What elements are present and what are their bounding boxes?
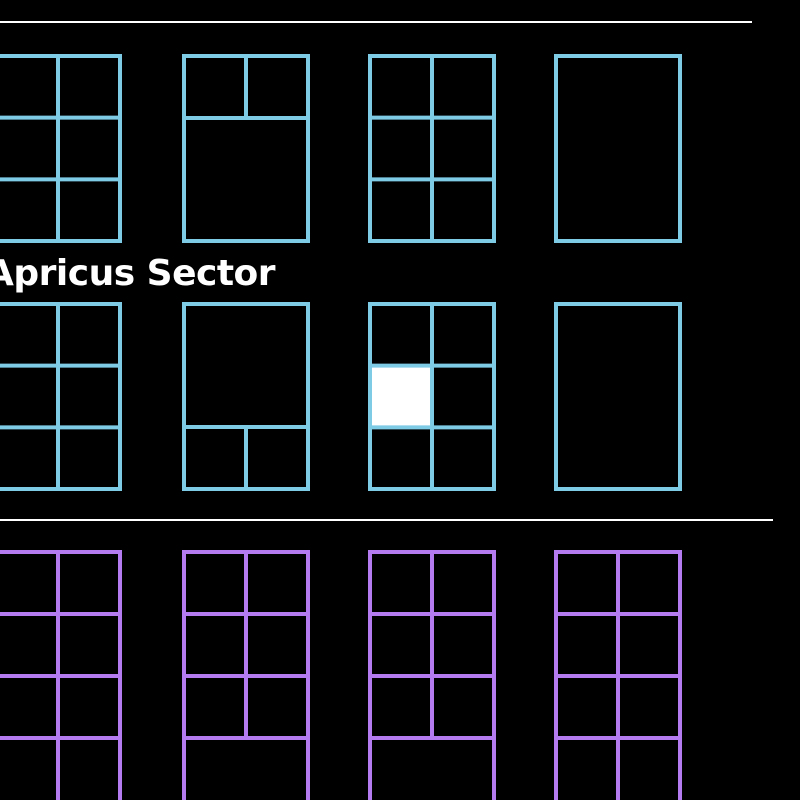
unit-sector-b-r1-c1[interactable]	[0, 550, 122, 800]
sector-label: Apricus Sector	[0, 253, 276, 294]
sector-b-block	[0, 550, 682, 800]
unit-sector-a-r1-c2[interactable]	[182, 54, 310, 243]
top-divider-line	[0, 21, 752, 23]
unit-sector-a-r2-c3[interactable]	[368, 302, 496, 491]
unit-sector-b-r1-c3[interactable]	[368, 550, 496, 800]
unit-sector-a-r1-c3[interactable]	[368, 54, 496, 243]
unit-sector-a-r1-c4[interactable]	[554, 54, 682, 243]
unit-sector-a-r2-c2[interactable]	[182, 302, 310, 491]
selected-unit-cell[interactable]	[370, 365, 432, 428]
unit-sector-b-r1-c4[interactable]	[554, 550, 682, 800]
unit-sector-a-r2-c1[interactable]	[0, 302, 122, 491]
sector-divider-line	[0, 519, 773, 521]
unit-outline[interactable]	[554, 302, 682, 491]
unit-sector-a-r1-c1[interactable]	[0, 54, 122, 243]
sector-a-block	[0, 54, 682, 491]
unit-sector-a-r2-c4[interactable]	[554, 302, 682, 491]
unit-sector-b-r1-c2[interactable]	[182, 550, 310, 800]
unit-outline[interactable]	[554, 54, 682, 243]
